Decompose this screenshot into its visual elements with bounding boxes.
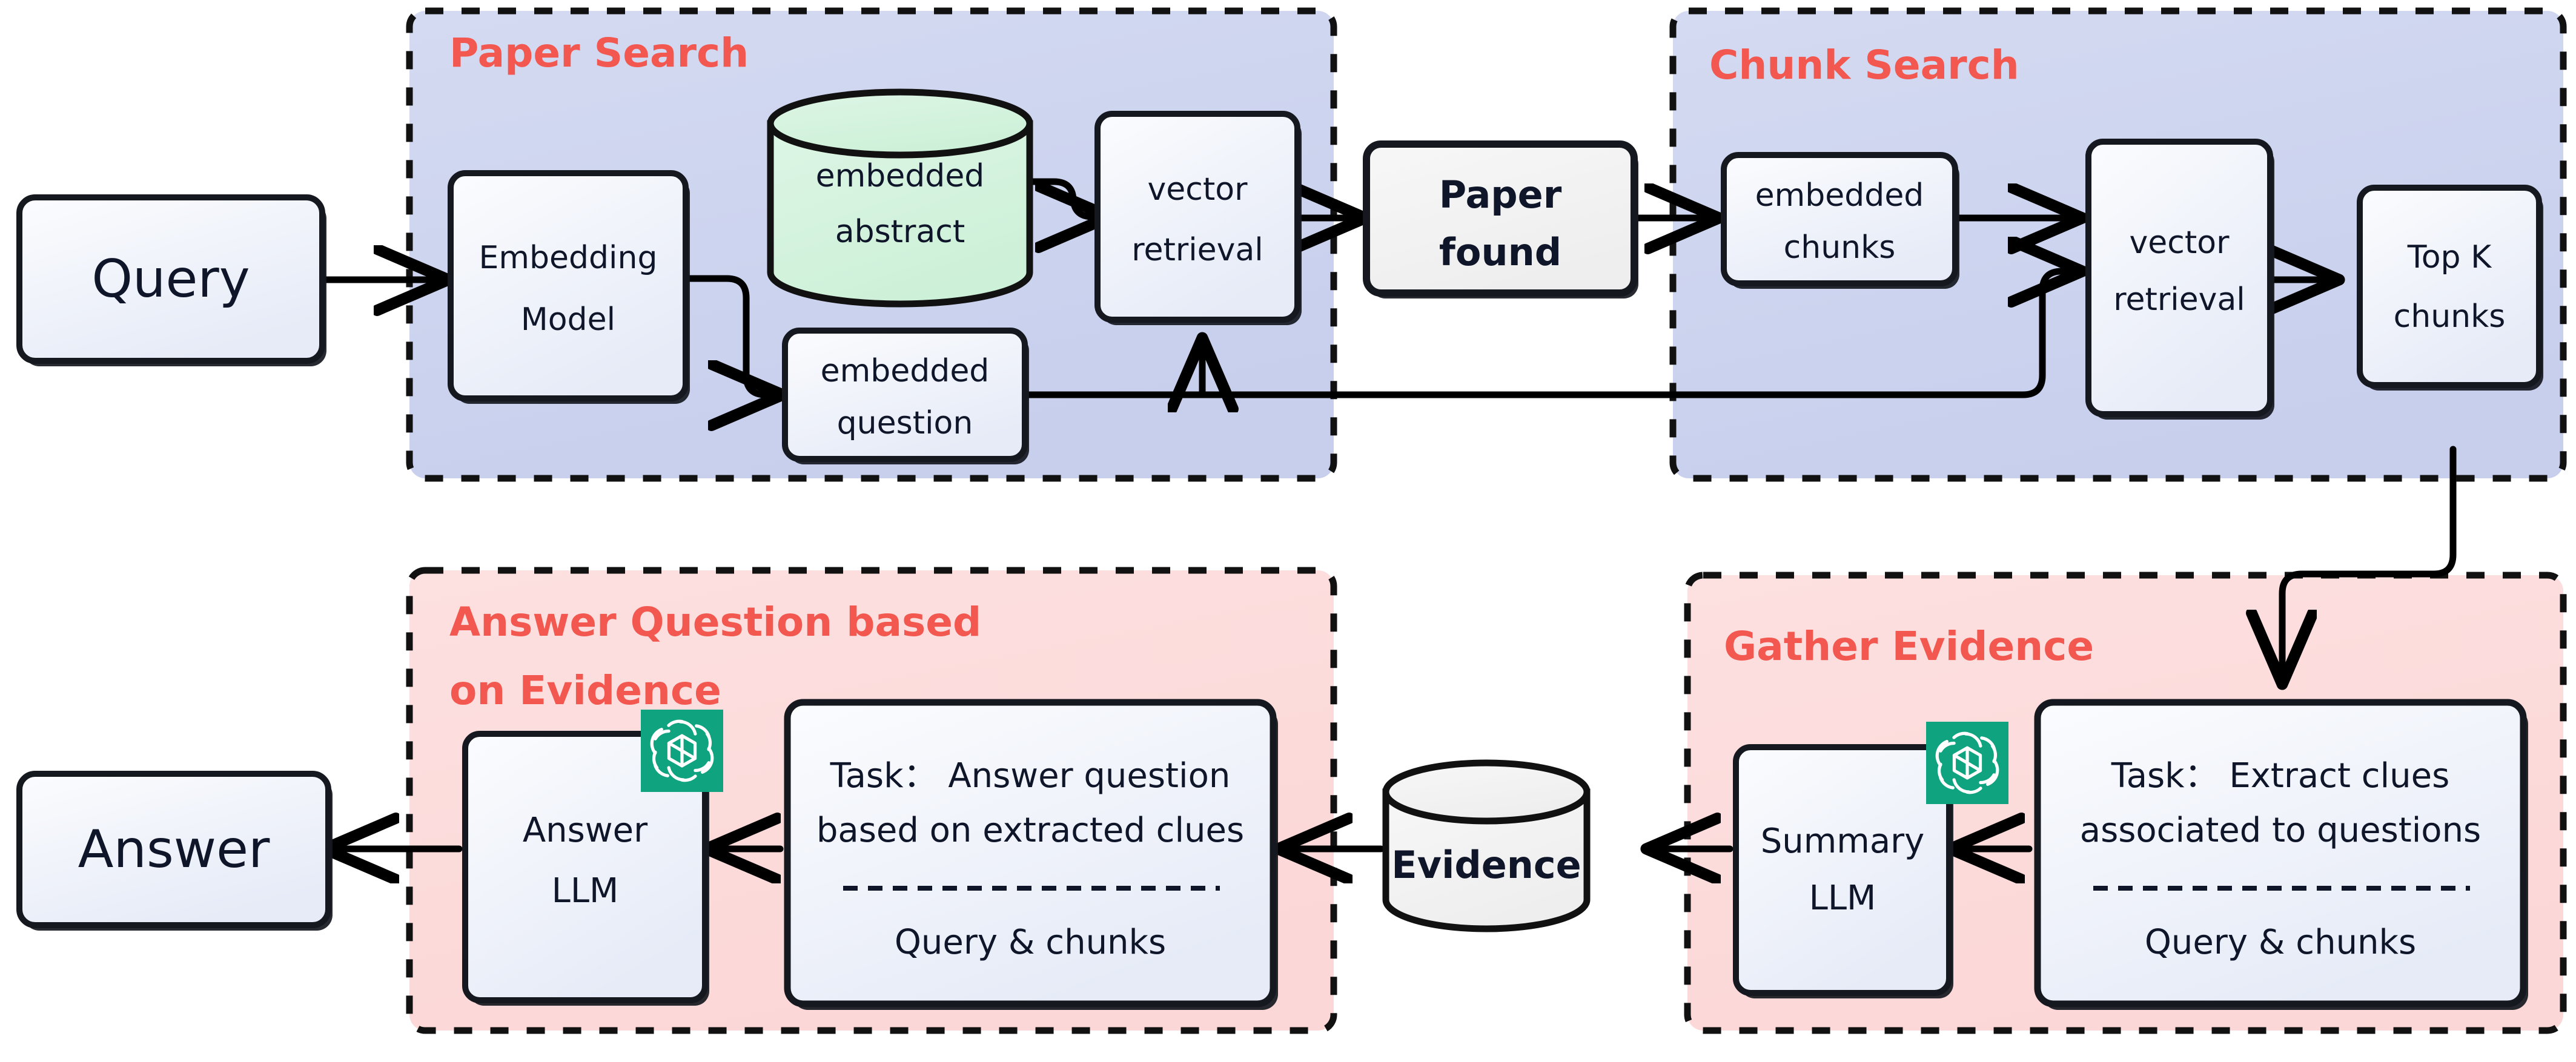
edge-embedding-model-to-embedded-question — [681, 275, 781, 395]
node-query[interactable]: Query — [16, 194, 326, 366]
node-answer-llm-line1: Answer — [523, 811, 648, 850]
node-answer-label: Answer — [78, 819, 270, 880]
edge-embedded-abstract-to-vector-retrieval-1 — [1026, 178, 1108, 217]
node-answer-task-line2: based on extracted clues — [816, 811, 1244, 850]
edge-layer — [316, 178, 2457, 849]
node-embedding-model[interactable]: Embedding Model — [448, 170, 690, 404]
node-summary-llm-line2: LLM — [1809, 879, 1876, 918]
group-paper-search-label: Paper Search — [449, 30, 749, 76]
node-vector-retrieval-2-line1: vector — [2130, 225, 2230, 261]
node-embedded-abstract-line2: abstract — [835, 214, 965, 250]
node-summary-llm-line1: Summary — [1761, 822, 1925, 861]
node-paper-found[interactable]: Paper found — [1363, 140, 1638, 298]
node-answer-task[interactable]: Task： Answer question based on extracted… — [784, 699, 1278, 1010]
node-top-k-chunks-line2: chunks — [2394, 298, 2506, 335]
node-embedded-question-line2: question — [837, 405, 973, 441]
node-extract-task-line1: Task： Extract clues — [2111, 756, 2450, 796]
node-answer-llm-line2: LLM — [552, 871, 619, 911]
edge-embedded-question-to-vector-retrieval-2 — [1021, 271, 2081, 398]
node-vector-retrieval-2[interactable]: vector retrieval — [2085, 139, 2274, 420]
node-paper-found-line1: Paper — [1439, 173, 1562, 217]
node-embedded-chunks[interactable]: embedded chunks — [1721, 152, 1959, 289]
node-answer-task-footer: Query & chunks — [895, 923, 1166, 962]
group-answer-question-label-line1: Answer Question based — [449, 599, 981, 645]
node-embedded-question-line1: embedded — [821, 353, 990, 389]
node-evidence[interactable]: Evidence — [1382, 759, 1591, 932]
node-embedded-chunks-line1: embedded — [1755, 177, 1924, 214]
node-embedded-chunks-line2: chunks — [1784, 229, 1896, 266]
node-extract-task[interactable]: Task： Extract clues associated to questi… — [2034, 699, 2528, 1010]
node-answer-llm[interactable]: Answer LLM — [462, 710, 723, 1006]
node-vector-retrieval-1-line1: vector — [1148, 171, 1248, 208]
node-summary-llm[interactable]: Summary LLM — [1733, 722, 2008, 998]
group-chunk-search-label: Chunk Search — [1709, 42, 2019, 88]
group-answer-question-label-line2: on Evidence — [449, 667, 721, 714]
openai-logo-icon — [641, 710, 723, 792]
node-vector-retrieval-1[interactable]: vector retrieval — [1094, 111, 1302, 325]
node-embedding-model-line1: Embedding — [479, 240, 658, 276]
node-extract-task-footer: Query & chunks — [2145, 923, 2416, 962]
node-embedded-abstract[interactable]: embedded abstract — [767, 88, 1033, 308]
node-embedded-question[interactable]: embedded question — [782, 328, 1029, 464]
edge-top-k-chunks-to-extract-task — [2282, 446, 2457, 683]
node-paper-found-line2: found — [1439, 230, 1561, 274]
node-embedding-model-line2: Model — [521, 302, 615, 338]
node-answer[interactable]: Answer — [16, 771, 333, 931]
node-top-k-chunks[interactable]: Top K chunks — [2357, 185, 2543, 391]
openai-logo-icon — [1926, 722, 2008, 804]
node-extract-task-line2: associated to questions — [2080, 811, 2481, 850]
node-vector-retrieval-1-line2: retrieval — [1131, 232, 1263, 268]
node-answer-task-line1: Task： Answer question — [830, 756, 1231, 796]
node-top-k-chunks-line1: Top K — [2407, 239, 2492, 275]
group-gather-evidence-label: Gather Evidence — [1724, 623, 2094, 670]
node-vector-retrieval-2-line2: retrieval — [2113, 282, 2245, 318]
node-evidence-label: Evidence — [1391, 843, 1581, 887]
node-query-label: Query — [91, 249, 250, 309]
node-embedded-abstract-line1: embedded — [816, 158, 985, 194]
